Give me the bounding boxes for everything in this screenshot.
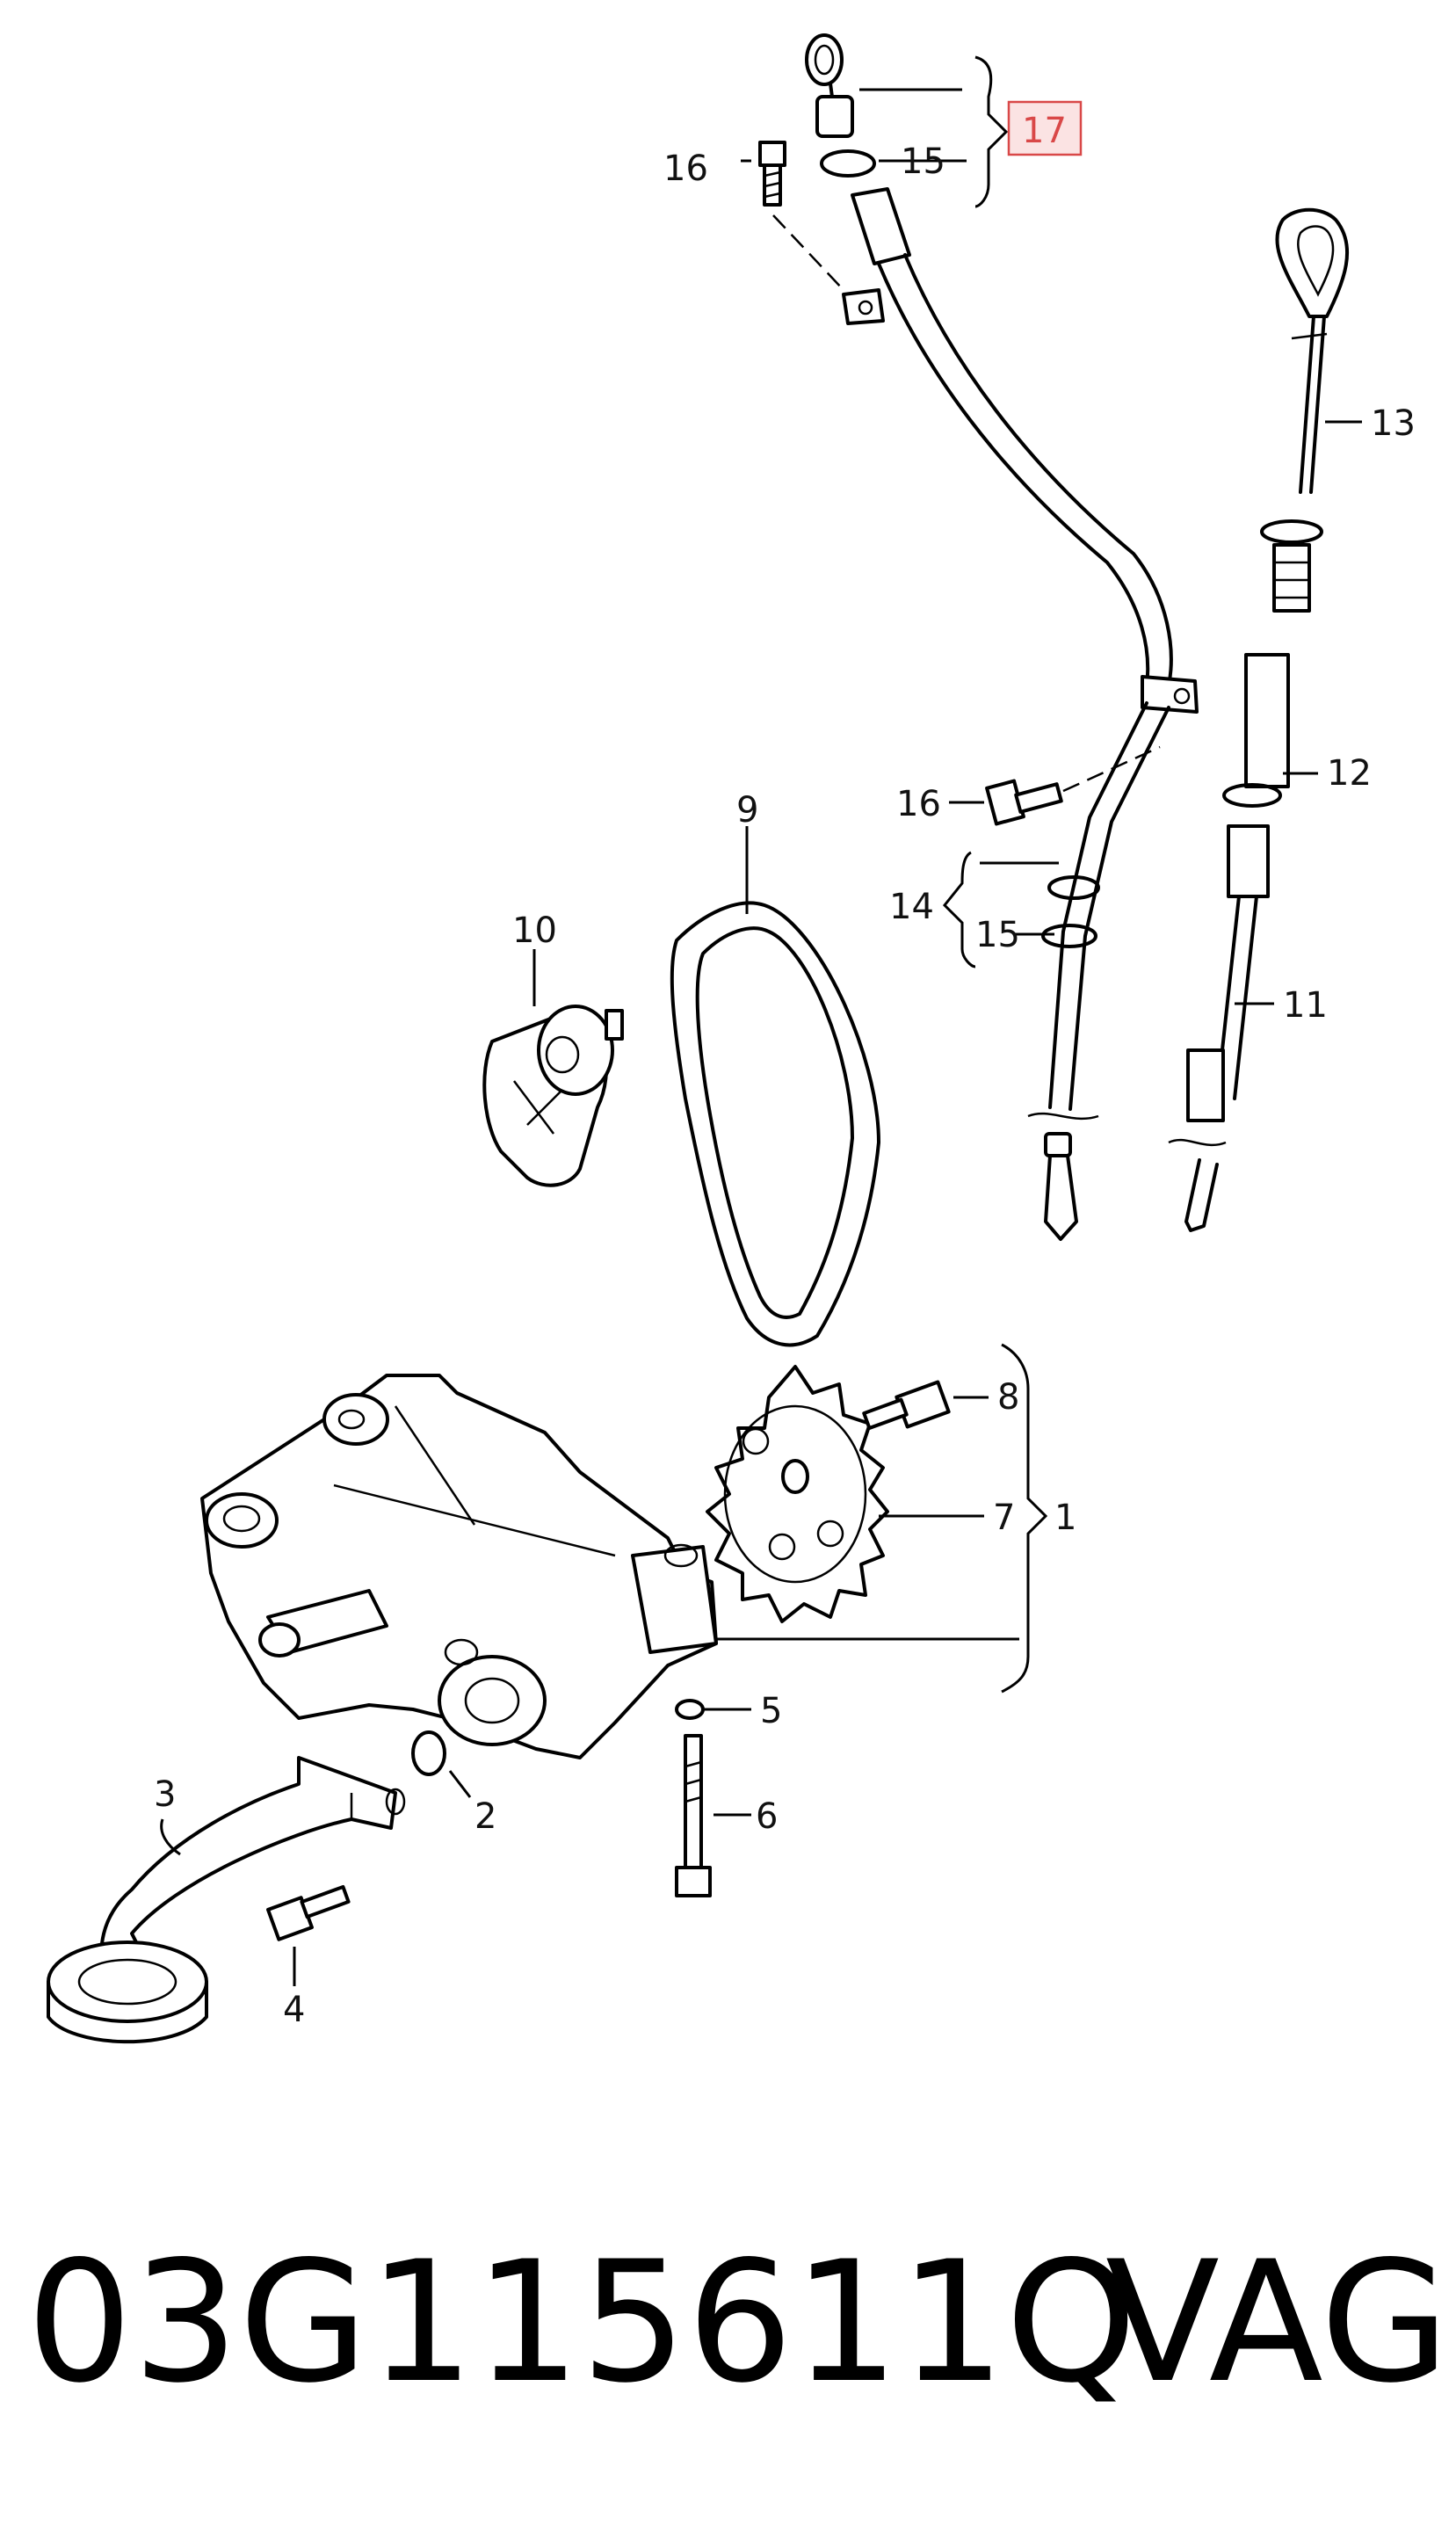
oil-dipstick [1168, 207, 1349, 1232]
callout-8: 8 [997, 1377, 1019, 1418]
callout-15-middle: 15 [975, 915, 1020, 955]
callout-12: 12 [1327, 753, 1372, 794]
brand-label: VAG [1105, 2225, 1450, 2419]
callout-15-upper: 15 [901, 141, 945, 182]
callout-2: 2 [474, 1796, 496, 1837]
callout-6: 6 [756, 1796, 778, 1837]
dipstick-guide-tube [805, 33, 1199, 1241]
part-number-label: 03G115611Q [26, 2225, 1137, 2419]
callout-17: 17 [1022, 111, 1067, 151]
callout-9: 9 [736, 790, 758, 831]
bolt-16-middle [985, 745, 1161, 826]
oil-pump-sprocket [706, 1365, 889, 1623]
callout-3: 3 [154, 1774, 176, 1815]
leader-lines [160, 55, 1362, 1986]
sprocket-bolt [862, 1380, 951, 1430]
callout-14: 14 [889, 887, 934, 927]
o-ring-seal [411, 1730, 446, 1776]
pipe-bolt [266, 1884, 351, 1941]
long-bolt [675, 1734, 712, 1897]
callout-16-middle: 16 [896, 784, 941, 824]
callout-labels: 16 15 17 13 12 16 14 15 11 9 10 8 7 1 5 … [154, 100, 1416, 2030]
callout-1: 1 [1054, 1498, 1076, 1538]
callout-5: 5 [760, 1691, 782, 1731]
oil-suction-pipe [47, 1756, 406, 2044]
bolt-16-upper [758, 141, 844, 291]
retaining-clip [675, 1699, 705, 1720]
callout-7: 7 [993, 1498, 1015, 1538]
chain-tensioner [482, 1005, 624, 1187]
callout-4: 4 [283, 1990, 305, 2030]
callout-16-upper: 16 [663, 149, 708, 189]
callout-10: 10 [512, 910, 557, 951]
timing-chain [670, 901, 880, 1347]
callout-13: 13 [1371, 403, 1416, 444]
callout-17-highlight-box [1007, 100, 1083, 156]
callout-11: 11 [1283, 985, 1328, 1026]
oil-pump-body [200, 1374, 718, 1759]
